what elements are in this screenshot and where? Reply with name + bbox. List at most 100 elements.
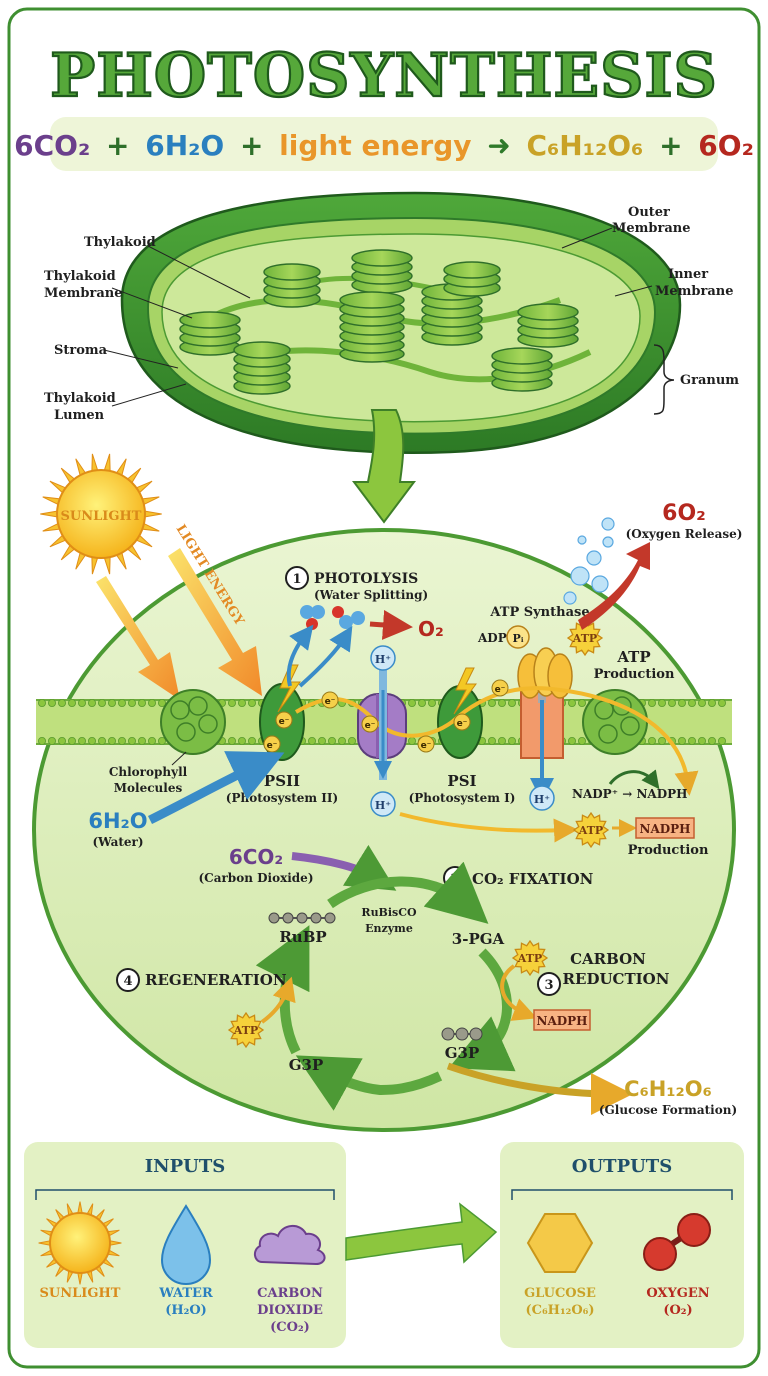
lipid-head: [157, 737, 166, 746]
lipid-head: [578, 737, 587, 746]
label-granum: Granum: [680, 373, 739, 388]
lipid-head: [668, 699, 677, 708]
lipid-head: [678, 737, 687, 746]
lipid-head: [407, 737, 416, 746]
atp-production-1: ATP: [616, 648, 650, 666]
lipid-head: [38, 737, 47, 746]
atp-burst-shape: [227, 1011, 265, 1049]
atp-burst-shape: [566, 619, 604, 657]
lipid-head: [718, 737, 727, 746]
lipid-head: [108, 699, 117, 708]
pi-label: Pᵢ: [513, 632, 524, 645]
electron: [453, 713, 471, 731]
lipid-head: [88, 699, 97, 708]
electron-label: e⁻: [365, 721, 376, 731]
atp-synthase-atp: ATP: [572, 632, 597, 645]
photolysis-o2: O₂: [418, 617, 444, 641]
lipid-head: [227, 699, 236, 708]
inputs-to-outputs-arrow: [345, 1202, 498, 1264]
lipid-head: [118, 699, 127, 708]
label-outer-membrane-1: Outer: [628, 205, 670, 220]
lipid-head: [568, 699, 577, 708]
water-arrow: [286, 624, 314, 687]
lipid-head: [237, 699, 246, 708]
lipid-head: [58, 699, 67, 708]
hplus-right: [529, 785, 555, 811]
rubp-label: RuBP: [279, 928, 326, 946]
o2-release-sublabel: (Oxygen Release): [626, 527, 743, 541]
lipid-head: [718, 699, 727, 708]
lipid-head: [147, 699, 156, 708]
o2-release-label: 6O₂: [662, 501, 706, 526]
glucose-output-arrow: [446, 1062, 633, 1115]
nadph-production-label: Production: [628, 843, 709, 858]
lipid-head: [417, 699, 426, 708]
nadph-box: [635, 817, 695, 839]
lipid-head: [427, 699, 436, 708]
psi-label: PSI: [447, 772, 476, 790]
step1-num: 1: [292, 572, 301, 587]
lipid-head: [407, 699, 416, 708]
label-stroma: Stroma: [54, 343, 108, 358]
lipid-head: [708, 699, 717, 708]
rubisco-label-1: RuBisCO: [361, 906, 417, 919]
water-input-sublabel: (Water): [92, 835, 143, 849]
o2-arrow: [369, 609, 413, 640]
lipid-head: [88, 737, 97, 746]
equation-co2: 6CO₂: [14, 129, 90, 162]
granum-stack: [263, 263, 321, 308]
lipid-head: [507, 737, 516, 746]
lipid-head: [648, 737, 657, 746]
electron-flow: [294, 686, 699, 796]
granum-stack: [517, 303, 579, 348]
calvin-co2-sublabel: (Carbon Dioxide): [198, 871, 313, 885]
inputs-heading: INPUTS: [145, 1156, 226, 1177]
chlorophyll-cluster-right: [582, 689, 648, 755]
outputs-heading: OUTPUTS: [572, 1156, 672, 1177]
pi-badge: [506, 625, 530, 649]
electron-label: e⁻: [421, 741, 432, 751]
input-sun-icon: [38, 1201, 122, 1285]
electrons: e⁻e⁻e⁻e⁻e⁻e⁻e⁻: [263, 679, 509, 753]
chlorophyll-label-2: Molecules: [114, 781, 183, 795]
lipid-head: [58, 737, 67, 746]
label-thylakoid-lumen-2: Lumen: [54, 408, 105, 423]
granum-stack: [339, 291, 405, 363]
lipid-head: [347, 737, 356, 746]
outputs-panel: [500, 1142, 744, 1348]
hplus-right-label: H⁺: [534, 793, 550, 806]
lipid-head: [78, 737, 87, 746]
step3-num: 3: [544, 978, 553, 993]
output-oxygen-label: OXYGEN: [646, 1286, 709, 1301]
electron: [361, 715, 379, 733]
co2-fixation-label: CO₂ FIXATION: [472, 870, 594, 888]
chlorophyll-cluster: [160, 689, 226, 755]
sun-icon: [40, 453, 162, 575]
sun-label: SUNLIGHT: [61, 509, 142, 524]
pga-label: 3-PGA: [452, 930, 505, 948]
lipid-head: [68, 699, 77, 708]
photolysis-sublabel: (Water Splitting): [314, 588, 428, 602]
lipid-head: [688, 699, 697, 708]
electron: [491, 679, 509, 697]
equation-light: light energy: [279, 129, 471, 162]
water-input-label: 6H₂O: [88, 809, 147, 833]
lipid-head: [137, 737, 146, 746]
water-drop-icon: [160, 1204, 212, 1286]
lipid-head: [688, 737, 697, 746]
lipid-head: [698, 699, 707, 708]
lipid-head: [98, 699, 107, 708]
chloroplast-labels: Thylakoid Thylakoid Membrane Stroma Thyl…: [44, 205, 739, 423]
step3-badge: [537, 972, 561, 996]
granum-stack: [443, 261, 501, 297]
light-atp-label: ATP: [578, 824, 603, 837]
sun-disc: [56, 469, 146, 559]
oxygen-release-arrow: [578, 542, 650, 630]
psii-label: PSII: [264, 772, 300, 790]
page-title: PHOTOSYNTHESIS: [50, 41, 718, 111]
lipid-head: [108, 737, 117, 746]
rubp-molecule: [268, 912, 336, 924]
output-oxygen-sublabel: (O₂): [663, 1303, 692, 1318]
lipid-head: [127, 699, 136, 708]
step4-badge: [116, 968, 140, 992]
